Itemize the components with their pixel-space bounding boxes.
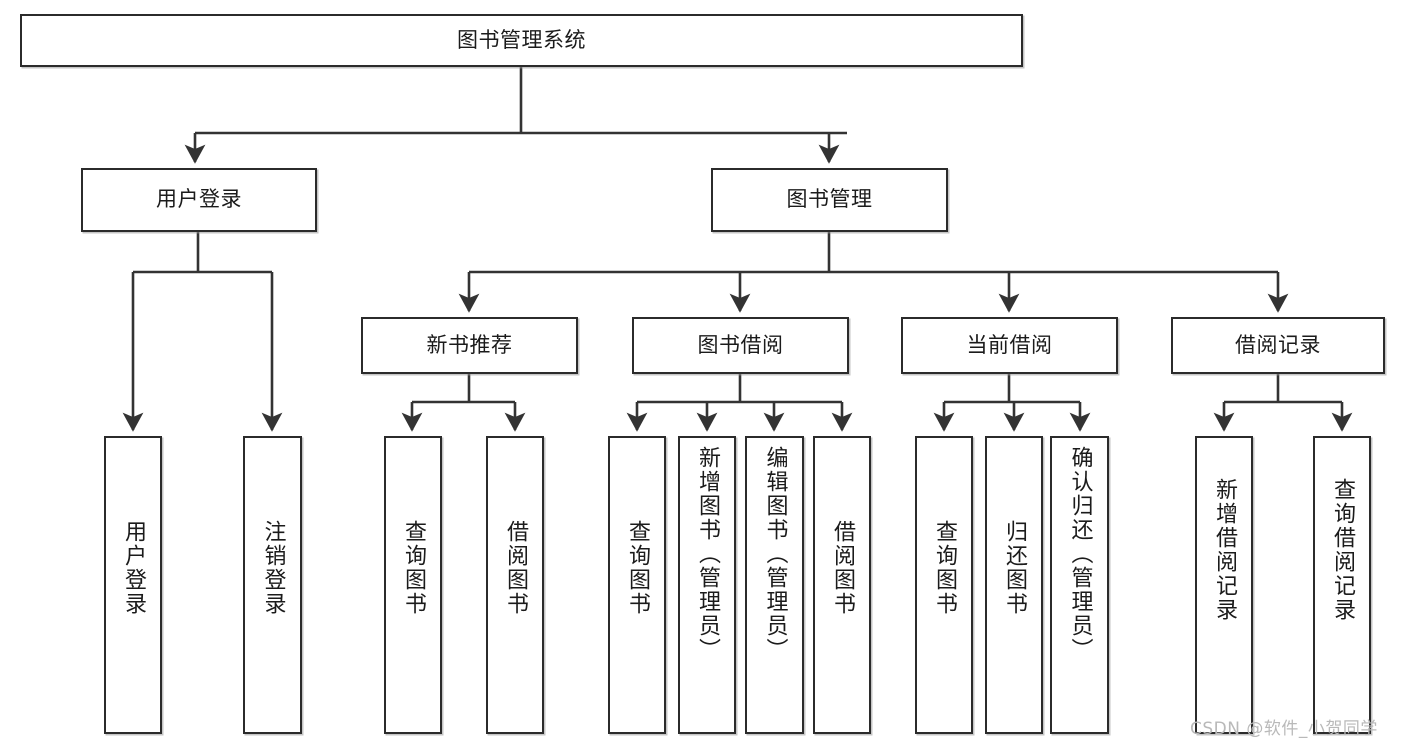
node-borrow-record[interactable]: 借阅记录 — [1171, 317, 1385, 374]
node-leaf-query-book-1[interactable]: 查询图书 — [384, 436, 442, 734]
node-book-borrow[interactable]: 图书借阅 — [632, 317, 849, 374]
node-borrow-record-label: 借阅记录 — [1235, 332, 1321, 357]
node-leaf-user-login[interactable]: 用户登录 — [104, 436, 162, 734]
node-leaf-borrow-book-2-label: 借阅图书 — [830, 520, 855, 616]
node-new-book-rec-label: 新书推荐 — [426, 332, 513, 357]
node-leaf-query-record-label: 查询借阅记录 — [1330, 478, 1355, 622]
node-current-borrow-label: 当前借阅 — [966, 332, 1053, 357]
node-leaf-query-book-1-label: 查询图书 — [401, 520, 426, 616]
node-new-book-rec[interactable]: 新书推荐 — [361, 317, 578, 374]
node-leaf-query-book-2[interactable]: 查询图书 — [608, 436, 666, 734]
node-user-login[interactable]: 用户登录 — [81, 168, 317, 232]
node-leaf-logout[interactable]: 注销登录 — [243, 436, 302, 734]
node-leaf-add-record[interactable]: 新增借阅记录 — [1195, 436, 1253, 734]
node-leaf-query-record[interactable]: 查询借阅记录 — [1313, 436, 1371, 734]
node-leaf-borrow-book-1-label: 借阅图书 — [503, 520, 528, 616]
node-current-borrow[interactable]: 当前借阅 — [901, 317, 1118, 374]
node-leaf-user-login-label: 用户登录 — [121, 520, 146, 616]
node-leaf-logout-label: 注销登录 — [260, 520, 286, 616]
node-book-borrow-label: 图书借阅 — [697, 332, 784, 357]
node-leaf-borrow-book-1[interactable]: 借阅图书 — [486, 436, 544, 734]
node-leaf-query-book-2-label: 查询图书 — [625, 520, 650, 616]
node-leaf-edit-book[interactable]: 编辑图书（管理员） — [745, 436, 804, 734]
node-leaf-confirm-return-label: 确认归还（管理员） — [1067, 446, 1093, 662]
node-leaf-borrow-book-2[interactable]: 借阅图书 — [813, 436, 871, 734]
node-leaf-query-book-3[interactable]: 查询图书 — [915, 436, 973, 734]
node-leaf-return-book[interactable]: 归还图书 — [985, 436, 1043, 734]
node-leaf-add-record-label: 新增借阅记录 — [1212, 478, 1237, 622]
node-leaf-confirm-return[interactable]: 确认归还（管理员） — [1050, 436, 1109, 734]
node-root-label: 图书管理系统 — [457, 27, 586, 52]
node-leaf-add-book-label: 新增图书（管理员） — [695, 446, 720, 662]
node-book-manage[interactable]: 图书管理 — [711, 168, 948, 232]
node-leaf-return-book-label: 归还图书 — [1002, 520, 1027, 616]
node-user-login-label: 用户登录 — [156, 187, 242, 212]
node-book-manage-label: 图书管理 — [786, 187, 873, 212]
node-root[interactable]: 图书管理系统 — [20, 14, 1023, 67]
node-leaf-query-book-3-label: 查询图书 — [932, 520, 957, 616]
node-leaf-edit-book-label: 编辑图书（管理员） — [762, 446, 788, 662]
node-leaf-add-book[interactable]: 新增图书（管理员） — [678, 436, 736, 734]
